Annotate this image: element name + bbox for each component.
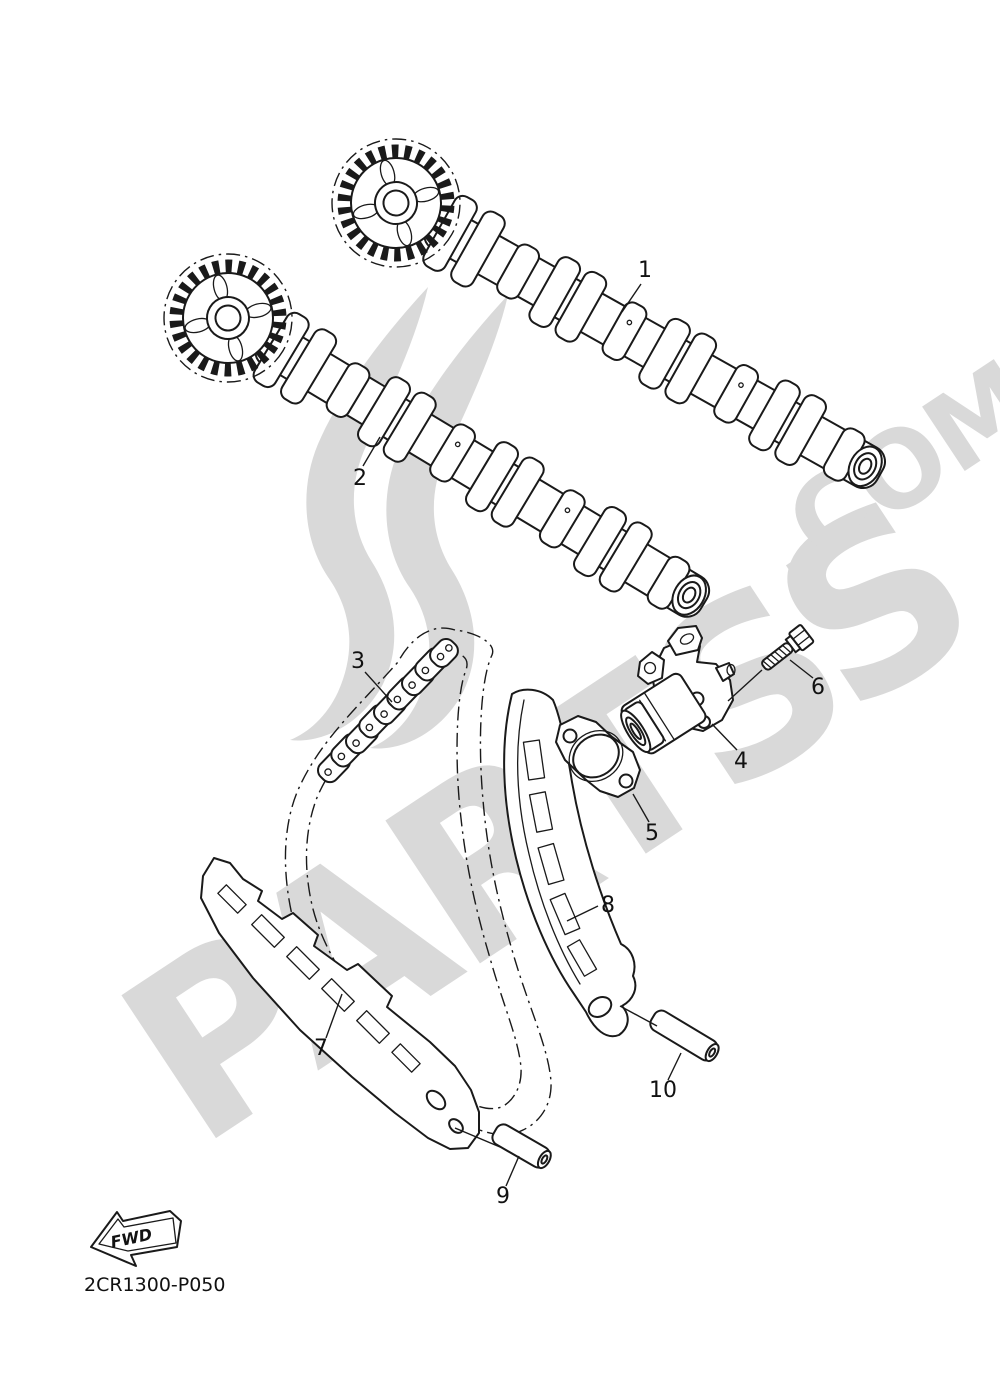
assembly-line-1 xyxy=(454,1127,501,1148)
watermark-flame-left xyxy=(290,287,428,741)
callout-leader-4 xyxy=(711,723,738,751)
callout-leader-1 xyxy=(621,283,642,313)
callout-1: 1 xyxy=(638,258,652,283)
callout-2: 2 xyxy=(353,466,367,491)
callout-9: 9 xyxy=(496,1184,510,1209)
tensioner-cap-bolt xyxy=(761,624,815,671)
fwd-icon: FWD xyxy=(90,1210,182,1267)
callout-leader-5 xyxy=(632,793,650,823)
callout-leader-2 xyxy=(362,436,381,467)
callout-leader-9 xyxy=(505,1155,520,1187)
callout-3: 3 xyxy=(351,649,365,674)
chain-loop-inner xyxy=(305,651,522,1110)
callout-10: 10 xyxy=(649,1078,677,1103)
guide-pin-rear xyxy=(649,1009,720,1063)
assembly-line-3 xyxy=(727,669,763,702)
callout-leader-10 xyxy=(667,1052,682,1081)
cam-chain-links xyxy=(317,638,459,784)
chain-guide-front xyxy=(200,857,480,1150)
tensioner-gasket xyxy=(555,715,641,798)
part-code: 2CR1300-P050 xyxy=(84,1274,226,1296)
watermark-flame-right xyxy=(370,295,508,749)
callout-8: 8 xyxy=(601,893,615,918)
guide-pin-front xyxy=(491,1123,552,1170)
callout-7: 7 xyxy=(314,1036,328,1061)
assembly-line-2 xyxy=(619,1005,658,1027)
callout-leader-8 xyxy=(566,905,599,922)
callout-6: 6 xyxy=(811,675,825,700)
callout-leader-7 xyxy=(325,993,343,1039)
callout-leader-6 xyxy=(789,659,814,679)
callout-leader-3 xyxy=(364,671,393,703)
callout-5: 5 xyxy=(645,821,659,846)
callout-4: 4 xyxy=(734,749,748,774)
chain-tensioner xyxy=(620,625,736,755)
